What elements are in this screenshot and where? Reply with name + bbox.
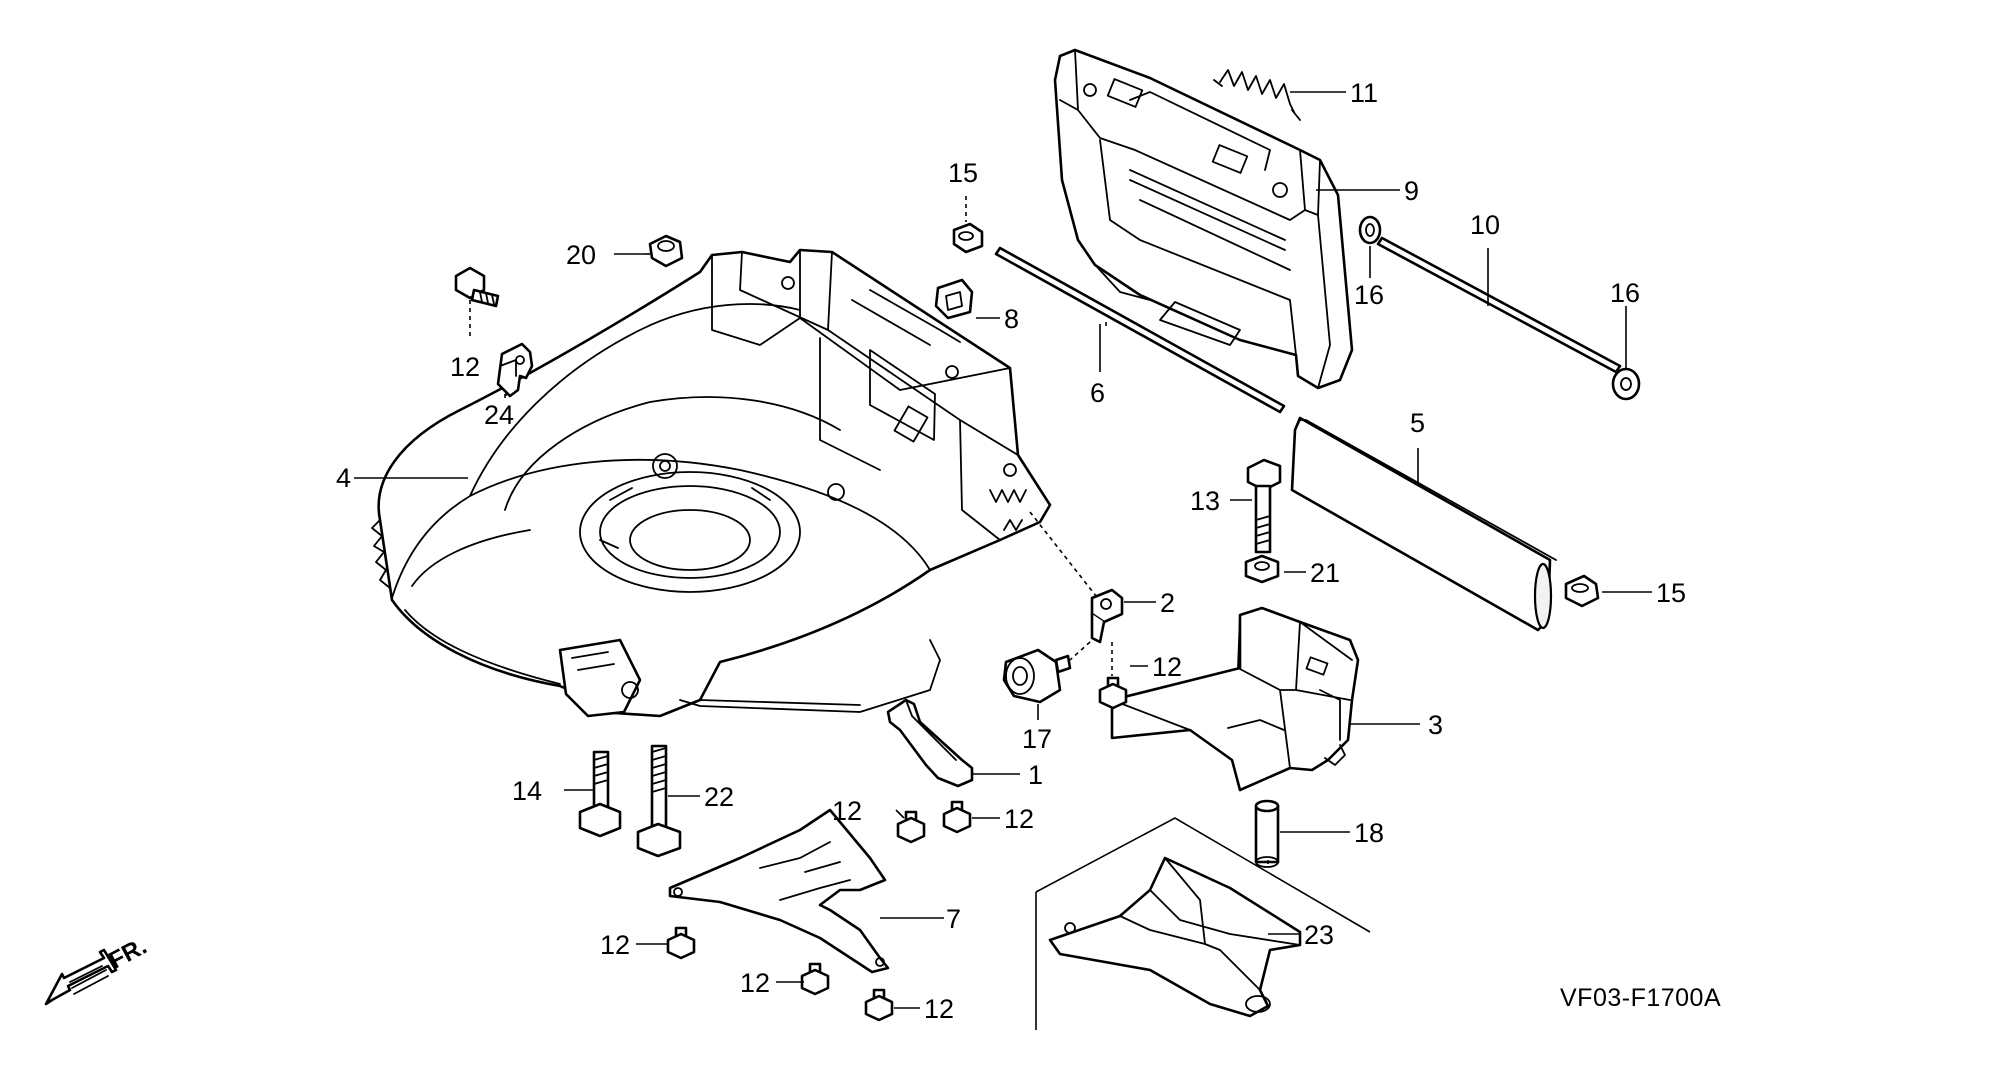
label-24: 24 [484,400,514,430]
front-direction-arrow [44,948,118,1006]
label-16-left: 16 [1354,280,1384,310]
callout-labels: 1 2 3 4 5 6 7 8 9 10 11 12 12 12 12 12 1… [104,78,1721,1024]
label-9: 9 [1404,176,1419,206]
part-18-pin [1254,799,1280,868]
part-12e-bolt [666,926,696,960]
label-13: 13 [1190,486,1220,516]
part-6-rod [994,246,1286,414]
part-21-washer [1244,554,1280,584]
part-22-bolt [636,744,682,858]
part-23-side-chute [1035,817,1371,1030]
label-14: 14 [512,776,542,806]
part-7-plug [668,808,890,974]
label-15-top: 15 [948,158,978,188]
label-17: 17 [1022,724,1052,754]
leader-lines [354,91,1652,1009]
label-5: 5 [1410,408,1425,438]
part-12c-bolt [896,810,926,844]
label-16-right: 16 [1610,278,1640,308]
label-23: 23 [1304,920,1334,950]
label-6: 6 [1090,378,1105,408]
label-3: 3 [1428,710,1443,740]
label-12-bottom-left: 12 [600,930,630,960]
part-8-nut [934,278,974,320]
label-10: 10 [1470,210,1500,240]
part-24-bracket [496,342,534,398]
part-12g-bolt [864,988,894,1022]
part-9-rear-guard [1053,48,1354,390]
label-20: 20 [566,240,596,270]
part-16a-collar [1358,215,1382,245]
part-1-bracket [886,698,974,788]
part-15a-cap [952,222,984,254]
part-11-spring [1213,69,1301,121]
part-12a-bolt [454,266,500,308]
label-22: 22 [704,782,734,812]
label-21: 21 [1310,558,1340,588]
part-15b-cap [1564,574,1600,608]
label-8: 8 [1004,304,1019,334]
label-18: 18 [1354,818,1384,848]
part-14-bolt [578,750,622,838]
part-16b-collar [1611,367,1641,401]
label-12-center-right: 12 [1004,804,1034,834]
label-12-left-top: 12 [450,352,480,382]
part-13-bolt [1246,458,1282,554]
part-5-flap [1290,416,1557,632]
part-4-mower-deck [371,248,1052,718]
part-12b-bolt [1098,676,1128,710]
label-11: 11 [1350,78,1378,108]
label-12-bottom-right: 12 [924,994,954,1024]
part-2-bracket [1090,588,1124,644]
part-3-discharge-body [1110,606,1360,792]
label-7: 7 [946,904,961,934]
part-12d-bolt [942,800,972,834]
part-20-nut [648,234,684,268]
label-12-center-left: 12 [832,796,862,826]
label-12-right: 12 [1152,652,1182,682]
label-15-right: 15 [1656,578,1686,608]
label-2: 2 [1160,588,1175,618]
part-12f-bolt [800,962,830,996]
label-12-bottom-center: 12 [740,968,770,998]
part-17-knob [1002,648,1072,704]
part-10-rod [1376,236,1622,374]
label-1: 1 [1028,760,1043,790]
figure-code: VF03-F1700A [1560,984,1721,1012]
label-4: 4 [336,463,351,493]
